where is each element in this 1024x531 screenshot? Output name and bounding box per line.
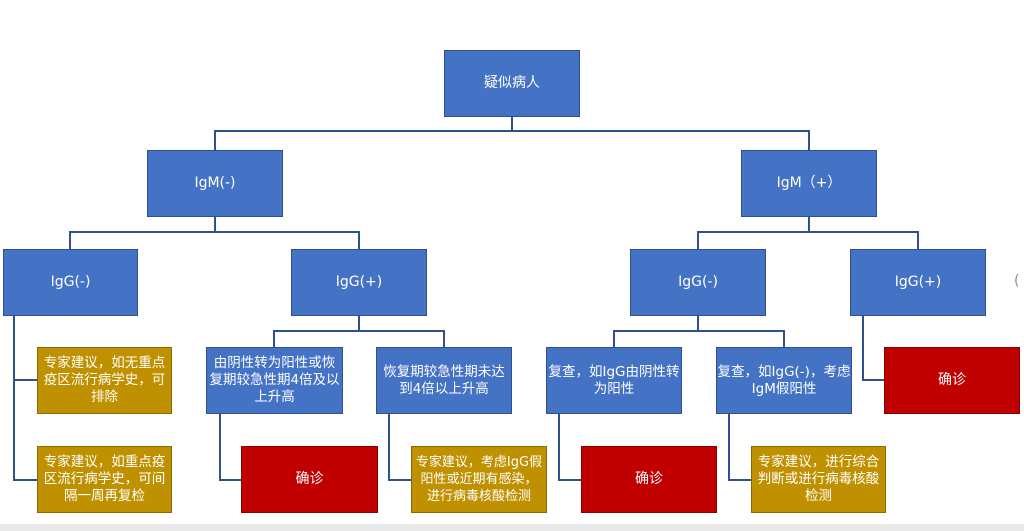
cropped-edge-glyph: ( (1014, 273, 1020, 289)
node-advice-nucleic-acid: 专家建议，考虑IgG假 阳性或近期有感染， 进行病毒核酸检测 (411, 446, 547, 513)
advice-nucleic-line-1: 专家建议，考虑IgG假 (415, 455, 543, 470)
advice-exclude-line-2: 疫区流行病学史，可 (43, 372, 166, 388)
node-recheck-igg-negative: 复查，如IgG(-)，考虑 IgM假阳性 (716, 347, 852, 414)
node-confirmed-b: 确诊 (581, 446, 717, 513)
node-igg-below-fourfold: 恢复期较急性期未达 到4倍以上升高 (376, 347, 512, 414)
igg-seroconversion-line-1: 由阴性转为阳性或恢 (213, 355, 336, 371)
advice-recheck-line-1: 专家建议，如重点疫 (43, 454, 166, 470)
recheck-igg-negative-line-2: IgM假阳性 (751, 380, 817, 397)
node-left-igg-positive: IgG(+) (291, 249, 427, 316)
confirmed-c-label: 确诊 (938, 372, 966, 388)
advice-nucleic-line-2: 阳性或近期有感染， (420, 472, 538, 487)
advice-comprehensive-line-2: 判断或进行病毒核酸 (757, 471, 880, 487)
node-advice-recheck-week: 专家建议，如重点疫 区流行病学史，可间 隔一周再复检 (37, 446, 172, 513)
node-right-igg-positive: IgG(+) (850, 249, 986, 316)
advice-exclude-line-1: 专家建议，如无重点 (43, 355, 166, 371)
igg-seroconversion-line-2: 复期较急性期4倍及以 (209, 372, 340, 388)
advice-comprehensive-line-1: 专家建议，进行综合 (757, 454, 880, 470)
node-suspected-patient-label: 疑似病人 (484, 75, 540, 91)
node-confirmed-c: 确诊 (884, 347, 1020, 414)
confirmed-a-label: 确诊 (295, 471, 324, 487)
advice-nucleic-line-3: 进行病毒核酸检测 (426, 489, 531, 504)
node-suspected-patient: 疑似病人 (444, 50, 580, 117)
node-igm-positive: IgM（+） (741, 150, 877, 217)
node-igm-negative: IgM(-) (147, 150, 283, 217)
advice-exclude-line-3: 排除 (91, 389, 118, 405)
recheck-igg-negative-line-1: 复查，如IgG(-)，考虑 (717, 363, 851, 380)
bottom-edge-strip (0, 524, 1024, 531)
node-left-igg-positive-label: IgG(+) (335, 274, 383, 290)
node-left-igg-negative-label: IgG(-) (50, 274, 91, 290)
igg-below-fourfold-line-2: 到4倍以上升高 (399, 380, 489, 397)
recheck-igg-converts-line-1: 复查，如IgG由阴性转 (548, 363, 680, 380)
node-igm-negative-label: IgM(-) (194, 175, 236, 191)
igg-seroconversion-line-3: 上升高 (254, 389, 295, 405)
advice-comprehensive-line-3: 检测 (805, 488, 832, 504)
advice-recheck-line-3: 隔一周再复检 (64, 488, 145, 504)
node-advice-exclude: 专家建议，如无重点 疫区流行病学史，可 排除 (37, 347, 172, 414)
node-igg-seroconversion: 由阴性转为阳性或恢 复期较急性期4倍及以 上升高 (206, 347, 343, 414)
igg-below-fourfold-line-1: 恢复期较急性期未达 (383, 363, 505, 380)
node-right-igg-negative-label: IgG(-) (678, 274, 718, 290)
confirmed-b-label: 确诊 (635, 471, 663, 487)
recheck-igg-converts-line-2: 为阳性 (593, 380, 635, 397)
node-advice-comprehensive: 专家建议，进行综合 判断或进行病毒核酸 检测 (751, 446, 886, 513)
node-confirmed-a: 确诊 (241, 446, 378, 513)
node-right-igg-negative: IgG(-) (630, 249, 766, 316)
node-left-igg-negative: IgG(-) (3, 249, 138, 316)
advice-recheck-line-2: 区流行病学史，可间 (43, 471, 166, 487)
node-recheck-igg-converts: 复查，如IgG由阴性转 为阳性 (546, 347, 682, 414)
node-igm-positive-label: IgM（+） (776, 175, 842, 191)
node-right-igg-positive-label: IgG(+) (894, 274, 942, 290)
